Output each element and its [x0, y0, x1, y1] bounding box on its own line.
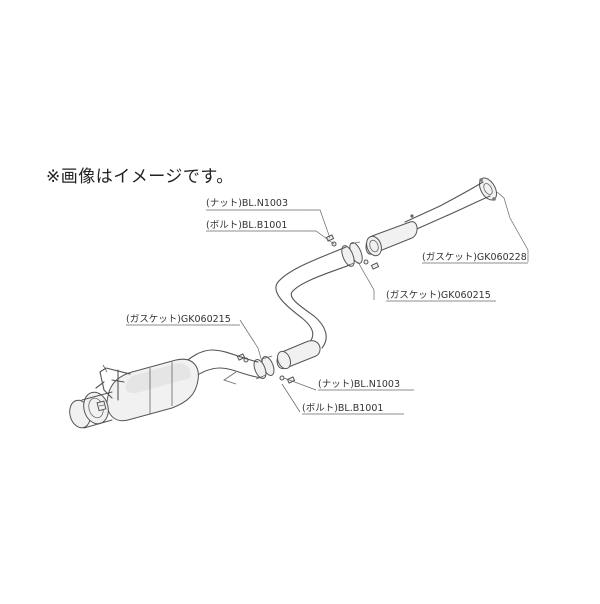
main-muffler: [106, 358, 199, 422]
label-underlines: [126, 209, 528, 415]
image-disclaimer: ※画像はイメージです。: [46, 167, 234, 187]
hanger-brackets: [95, 364, 131, 401]
front-pipe: [404, 181, 491, 233]
tail-tip: [69, 391, 113, 429]
label-bolt-bottom: (ボルト)BL.B1001: [302, 403, 383, 414]
center-resonator: [365, 221, 418, 257]
label-nut-bottom: (ナット)BL.N1003: [318, 379, 400, 390]
rear-resonator: [276, 340, 321, 370]
label-gasket-front: (ガスケット)GK060228: [422, 252, 527, 263]
label-gasket-rear: (ガスケット)GK060215: [126, 314, 231, 325]
mid-pipe: [275, 246, 351, 349]
middle-flange: [341, 241, 363, 268]
label-bolt-top: (ボルト)BL.B1001: [206, 220, 287, 231]
front-flange: [478, 177, 498, 201]
label-gasket-mid: (ガスケット)GK060215: [386, 290, 491, 301]
leader-lines: [239, 191, 529, 413]
label-nut-top: (ナット)BL.N1003: [206, 198, 288, 209]
